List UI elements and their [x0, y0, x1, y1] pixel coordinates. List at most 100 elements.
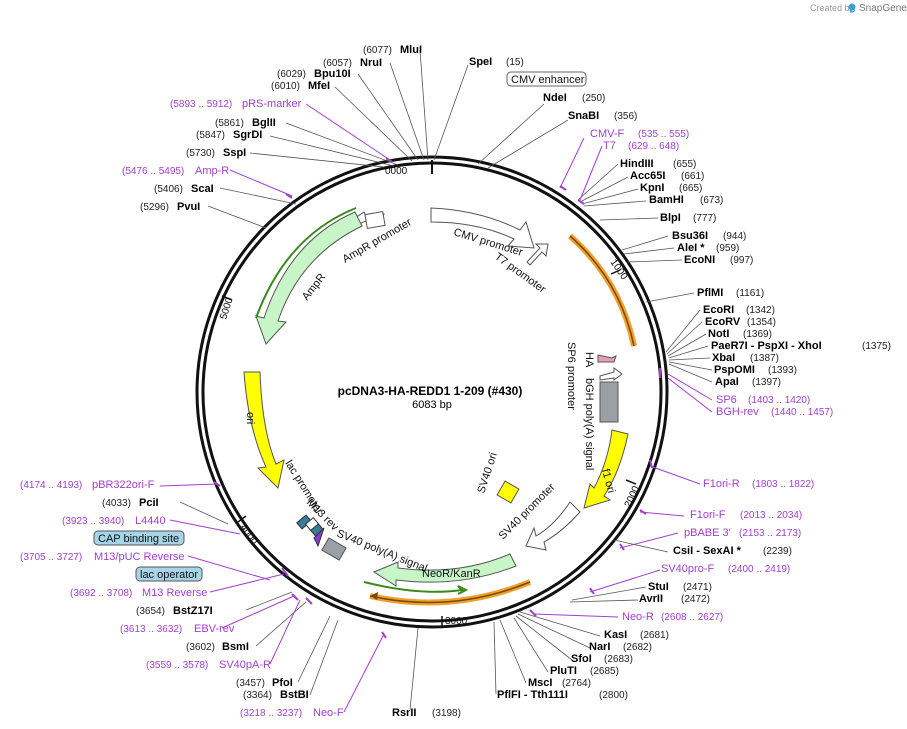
- site-name-msci: MscI: [528, 677, 552, 689]
- site-name-pvui: PvuI: [177, 201, 200, 213]
- site-pos-snabi: (356): [614, 111, 637, 122]
- site-leader-lines: [179, 49, 713, 711]
- site-pos-bpu10i: (6029): [277, 69, 306, 80]
- primer-name-m13-rev: M13 Reverse: [142, 587, 207, 599]
- primer-name-sv40pro-f: SV40pro-F: [661, 563, 714, 575]
- site-name-acc65i: Acc65I: [630, 170, 665, 182]
- site-name-sspi: SspI: [223, 147, 246, 159]
- site-name-pspomi: PspOMI: [714, 364, 755, 376]
- site-pos-hindiii: (655): [673, 159, 696, 170]
- cmv-enhancer-box: [506, 71, 587, 87]
- site-name-bamhi: BamHI: [649, 194, 684, 206]
- site-name-spei: SpeI: [469, 56, 492, 68]
- site-name-avrii: AvrII: [639, 593, 663, 605]
- site-pos-sspi: (5730): [186, 148, 215, 159]
- primer-name-prs-marker: pRS-marker: [242, 98, 302, 110]
- primer-pos-pbr322ori-f: (4174 .. 4193): [20, 480, 82, 491]
- ampr-arrow: [255, 211, 363, 345]
- ha-arrow: [597, 354, 617, 363]
- primer-name-f1ori-r: F1ori-R: [703, 478, 740, 490]
- primer-pos-f1ori-f: (2013 .. 2034): [740, 510, 802, 521]
- primer-pos-m13-puc: (3705 .. 3727): [20, 552, 82, 563]
- primer-pos-sp6: (1403 .. 1420): [748, 395, 810, 406]
- site-pos-pflmi: (1161): [736, 288, 764, 299]
- sv40-ori-label: SV40 ori: [475, 451, 499, 495]
- primer-name-sv40pa-r: SV40pA-R: [219, 659, 271, 671]
- m13-rev-arrow-mark: [313, 527, 325, 548]
- t7-promoter-arrow: [526, 243, 549, 266]
- cmv-enhancer-label: CMV enhancer: [511, 74, 585, 86]
- site-name-snabi: SnaBI: [568, 110, 599, 122]
- bgh-polya-box: [599, 381, 619, 423]
- primer-pos-amp-r: (5476 .. 5495): [122, 166, 184, 177]
- ampr-orf-line: [255, 207, 357, 319]
- site-name-noti: NotI: [708, 328, 729, 340]
- site-pos-kpni: (665): [679, 183, 702, 194]
- site-name-bstbi: BstBI: [280, 689, 309, 701]
- site-pos-mlui: (6077): [363, 45, 392, 56]
- primer-name-bgh-rev: BGH-rev: [716, 406, 759, 418]
- site-pos-msci: (2764): [562, 678, 591, 689]
- primer-pos-sv40pro-f: (2400 .. 2419): [728, 564, 790, 575]
- site-name-nari: NarI: [589, 641, 610, 653]
- bgh-polya-label: bGH poly(A) signal: [583, 378, 595, 470]
- site-pos-rsrii: (3198): [432, 708, 461, 719]
- site-pos-paer7i: (1375): [862, 341, 891, 352]
- site-name-hindiii: HindIII: [620, 158, 654, 170]
- site-pos-nari: (2682): [623, 642, 652, 653]
- site-pos-pcii: (4033): [102, 498, 131, 509]
- site-name-csii: CsiI - SexAI *: [673, 545, 742, 557]
- ampr-promoter-box: [364, 210, 386, 230]
- site-name-sgrdi: SgrDI: [233, 129, 262, 141]
- primer-name-sp6: SP6: [716, 394, 737, 406]
- site-name-rsrii: RsrII: [392, 707, 416, 719]
- site-name-sfoi: SfoI: [571, 653, 592, 665]
- site-name-paer7i: PaeR7I - PspXI - XhoI: [711, 340, 822, 352]
- f1-ori-arrow: [583, 429, 629, 509]
- lac-operator-label: lac operator: [140, 569, 198, 581]
- primer-leader-lines: [159, 103, 713, 713]
- primer-name-m13-puc: M13/pUC Reverse: [94, 551, 184, 563]
- cap-site-label: CAP binding site: [98, 533, 179, 545]
- site-pos-bamhi: (673): [700, 195, 723, 206]
- plasmid-size: 6083 bp: [412, 399, 452, 411]
- site-pos-ecorv: (1354): [747, 317, 776, 328]
- site-name-pluti: PluTI: [550, 665, 577, 677]
- primer-name-f1ori-f: F1ori-F: [690, 509, 726, 521]
- site-name-mfei: MfeI: [308, 80, 330, 92]
- site-pos-blpi: (777): [693, 213, 716, 224]
- primer-pos-ebv-rev: (3613 .. 3632): [120, 624, 182, 635]
- site-pos-noti: (1369): [743, 329, 772, 340]
- site-name-mlui: MluI: [400, 44, 422, 56]
- ori-arrow: [243, 371, 285, 490]
- sv40-polya-label: SV40 poly(A) signal: [335, 528, 429, 575]
- snapgene-brand: SnapGene: [859, 3, 907, 14]
- primer-name-ebv-rev: EBV-rev: [194, 623, 235, 635]
- site-pos-ndei: (250): [582, 93, 605, 104]
- site-name-ecori: EcoRI: [703, 304, 734, 316]
- plasmid-name: pcDNA3-HA-REDD1 1-209 (#430): [338, 384, 523, 398]
- site-pos-pfoi: (3457): [236, 678, 265, 689]
- site-pos-stui: (2471): [683, 582, 712, 593]
- site-pos-nrui: (6057): [323, 58, 352, 69]
- site-name-pcii: PciI: [139, 497, 159, 509]
- tick-0: 0000: [385, 166, 408, 177]
- site-name-kasi: KasI: [604, 629, 627, 641]
- site-pos-scai: (5406): [154, 184, 183, 195]
- site-pos-bsmi: (3602): [186, 642, 215, 653]
- site-pos-pspomi: (1393): [768, 365, 797, 376]
- orange-orf-line-2: [369, 581, 531, 604]
- primer-pos-bgh-rev: (1440 .. 1457): [771, 407, 833, 418]
- site-name-kpni: KpnI: [640, 182, 664, 194]
- sv40-ori-box: [496, 480, 520, 504]
- primer-pos-neo-f: (3218 .. 3237): [240, 708, 302, 719]
- lac-operator-box: [135, 566, 203, 582]
- site-name-alei: AleI *: [677, 242, 705, 254]
- neokanr-label: NeoR/KanR: [422, 568, 481, 580]
- primer-pos-cmv-f: (535 .. 555): [638, 129, 689, 140]
- sv40-promoter-arrow: [525, 501, 581, 551]
- site-pos-apai: (1397): [752, 377, 781, 388]
- site-pos-pflfi: (2800): [599, 690, 628, 701]
- site-pos-bsu36i: (944): [723, 231, 746, 242]
